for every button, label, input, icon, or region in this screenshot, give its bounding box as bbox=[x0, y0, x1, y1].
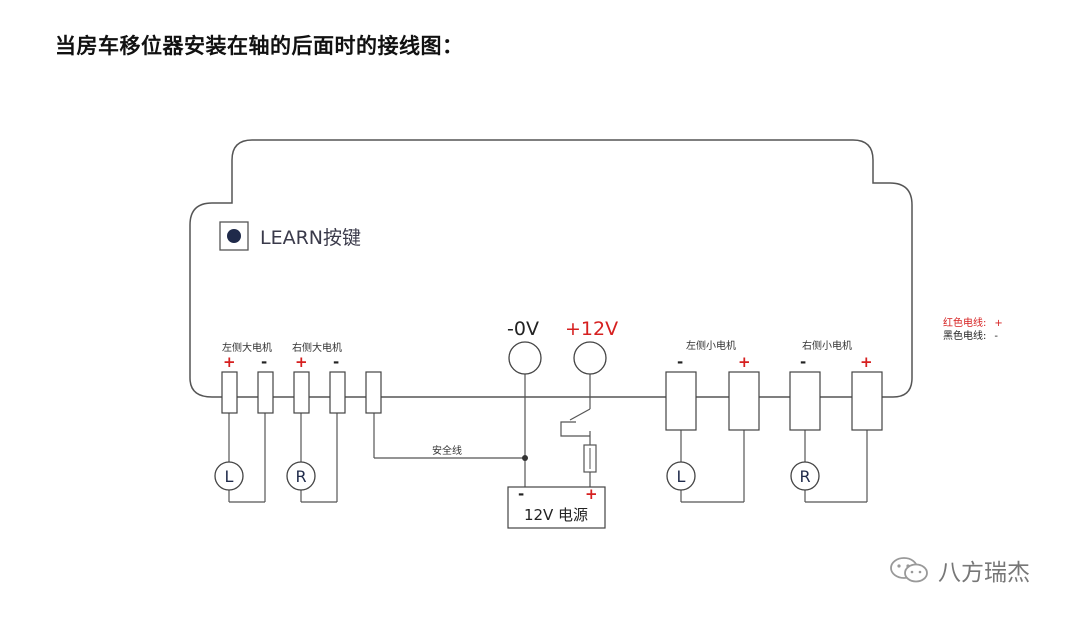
learn-label: LEARN按键 bbox=[260, 227, 361, 249]
terminal-left-small-plus bbox=[728, 371, 760, 431]
wechat-icon bbox=[890, 557, 928, 583]
motor-right-small bbox=[790, 461, 820, 491]
page-title: 当房车移位器安装在轴的后面时的接线图： bbox=[55, 34, 464, 58]
connector-plus-12v bbox=[573, 341, 607, 375]
terminal-left-big-plus bbox=[221, 371, 238, 414]
polarity-plus: + bbox=[738, 353, 751, 371]
polarity-minus: - bbox=[800, 353, 806, 371]
polarity-plus: + bbox=[223, 353, 236, 371]
polarity-minus: - bbox=[333, 353, 339, 371]
connector-zero-v bbox=[508, 341, 542, 375]
switch-lever bbox=[569, 408, 591, 421]
terminal-safety bbox=[365, 371, 382, 414]
motor-right-big bbox=[286, 461, 316, 491]
plus-12v-label: +12V bbox=[565, 318, 618, 340]
power-supply-box bbox=[507, 486, 606, 529]
watermark: 八方瑞杰 bbox=[888, 553, 1030, 587]
terminal-right-small-plus bbox=[851, 371, 883, 431]
group-label-left-small: 左侧小电机 bbox=[686, 339, 736, 352]
terminal-right-big-minus bbox=[329, 371, 346, 414]
group-label-right-small: 右侧小电机 bbox=[802, 339, 852, 352]
zero-v-label: -0V bbox=[507, 318, 539, 340]
power-supply-minus: - bbox=[518, 485, 524, 503]
group-label-right-big: 右侧大电机 bbox=[292, 341, 342, 354]
group-label-left-big: 左侧大电机 bbox=[222, 341, 272, 354]
watermark-text: 八方瑞杰 bbox=[938, 560, 1030, 586]
power-supply-plus: + bbox=[585, 485, 598, 503]
legend-black-label: 黑色电线: bbox=[943, 331, 987, 342]
legend-red-label: 红色电线: bbox=[943, 318, 987, 329]
motor-right-big-label: R bbox=[295, 467, 306, 486]
terminal-right-small-minus bbox=[789, 371, 821, 431]
learn-button-dot bbox=[227, 229, 241, 243]
safety-wire-label: 安全线 bbox=[432, 444, 462, 457]
legend-red-row: 红色电线: + bbox=[943, 317, 1003, 330]
power-supply-label: 12V 电源 bbox=[524, 506, 588, 524]
motor-left-small bbox=[666, 461, 696, 491]
polarity-plus: + bbox=[860, 353, 873, 371]
controller-housing bbox=[189, 139, 913, 398]
motor-right-small-label: R bbox=[799, 467, 810, 486]
wire-color-legend: 红色电线: + 黑色电线:- bbox=[943, 317, 1003, 343]
switch-symbol bbox=[560, 421, 590, 437]
terminal-left-big-minus bbox=[257, 371, 274, 414]
polarity-plus: + bbox=[295, 353, 308, 371]
motor-left-big-label: L bbox=[225, 467, 234, 486]
motor-left-small-label: L bbox=[677, 467, 686, 486]
junction-dot bbox=[522, 455, 528, 461]
legend-black-row: 黑色电线:- bbox=[943, 330, 1003, 343]
polarity-minus: - bbox=[677, 353, 683, 371]
polarity-minus: - bbox=[261, 353, 267, 371]
legend-red-symbol: + bbox=[994, 318, 1003, 329]
motor-left-big bbox=[214, 461, 244, 491]
terminal-right-big-plus bbox=[293, 371, 310, 414]
legend-black-symbol: - bbox=[994, 331, 998, 342]
terminal-left-small-minus bbox=[665, 371, 697, 431]
